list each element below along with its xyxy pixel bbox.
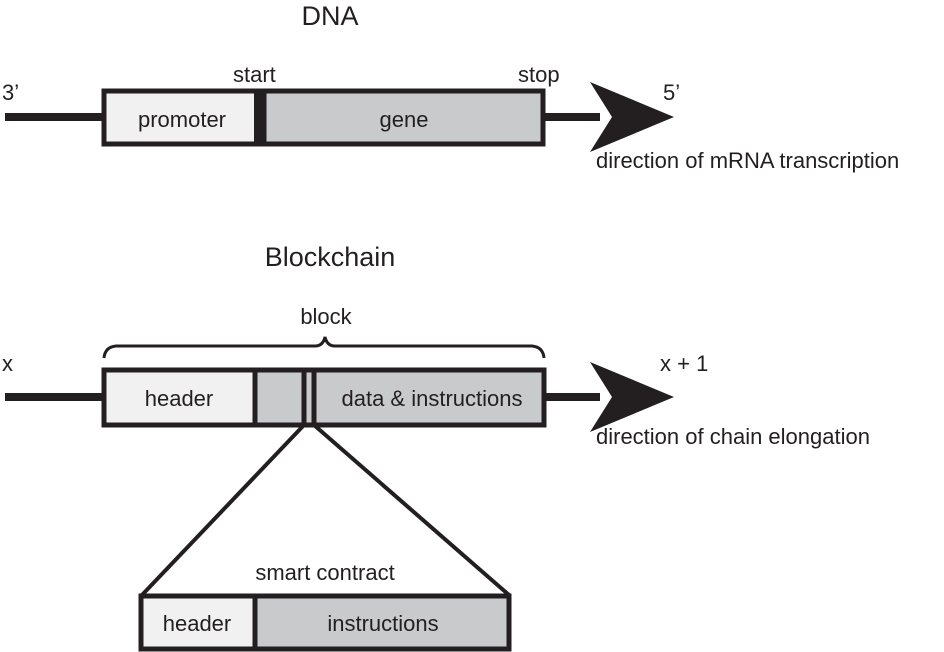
- chain-x-label: x: [2, 351, 13, 376]
- dna-strand-left: [5, 113, 105, 121]
- dna-title: DNA: [301, 1, 358, 31]
- dna-section: DNA 3’ start stop 5’ promoter gene direc…: [2, 1, 899, 173]
- dna-start-marker: [254, 89, 265, 146]
- zoom-line-left: [140, 423, 306, 597]
- smart-contract-header-label: header: [163, 611, 232, 636]
- dna-direction-arrowhead: [590, 82, 674, 152]
- blockchain-section: Blockchain block x x + 1 header data & i…: [2, 242, 870, 449]
- block-brace: [102, 336, 546, 359]
- chain-direction-arrowhead: [590, 362, 674, 432]
- block-data-label: data & instructions: [342, 386, 523, 411]
- zoom-line-right: [312, 423, 511, 597]
- block-brace-label: block: [300, 304, 352, 329]
- chain-x-plus-1-label: x + 1: [660, 351, 708, 376]
- dna-gene-segment: [261, 88, 546, 147]
- chain-strand-right: [540, 393, 600, 401]
- dna-direction-label: direction of mRNA transcription: [596, 148, 899, 173]
- blockchain-title: Blockchain: [265, 242, 396, 272]
- dna-strand-right: [540, 113, 600, 121]
- block-data-segment: [311, 367, 547, 428]
- block-middle-segment: [252, 367, 307, 428]
- chain-strand-left: [5, 393, 105, 401]
- smart-contract-title: smart contract: [255, 560, 394, 585]
- dna-promoter-label: promoter: [138, 107, 226, 132]
- dna-start-label: start: [233, 62, 276, 87]
- smart-contract-instructions-segment: [252, 593, 512, 652]
- block-header-label: header: [145, 386, 214, 411]
- smart-contract-instructions-label: instructions: [327, 611, 438, 636]
- dna-stop-label: stop: [518, 62, 560, 87]
- chain-direction-label: direction of chain elongation: [596, 424, 870, 449]
- dna-3prime-label: 3’: [2, 80, 19, 105]
- smart-contract-header-segment: [138, 593, 258, 652]
- dna-gene-label: gene: [380, 107, 429, 132]
- dna-5prime-label: 5’: [663, 80, 680, 105]
- smart-contract-section: smart contract header instructions: [138, 423, 512, 652]
- block-header-segment: [101, 367, 258, 428]
- dna-promoter-segment: [101, 88, 267, 147]
